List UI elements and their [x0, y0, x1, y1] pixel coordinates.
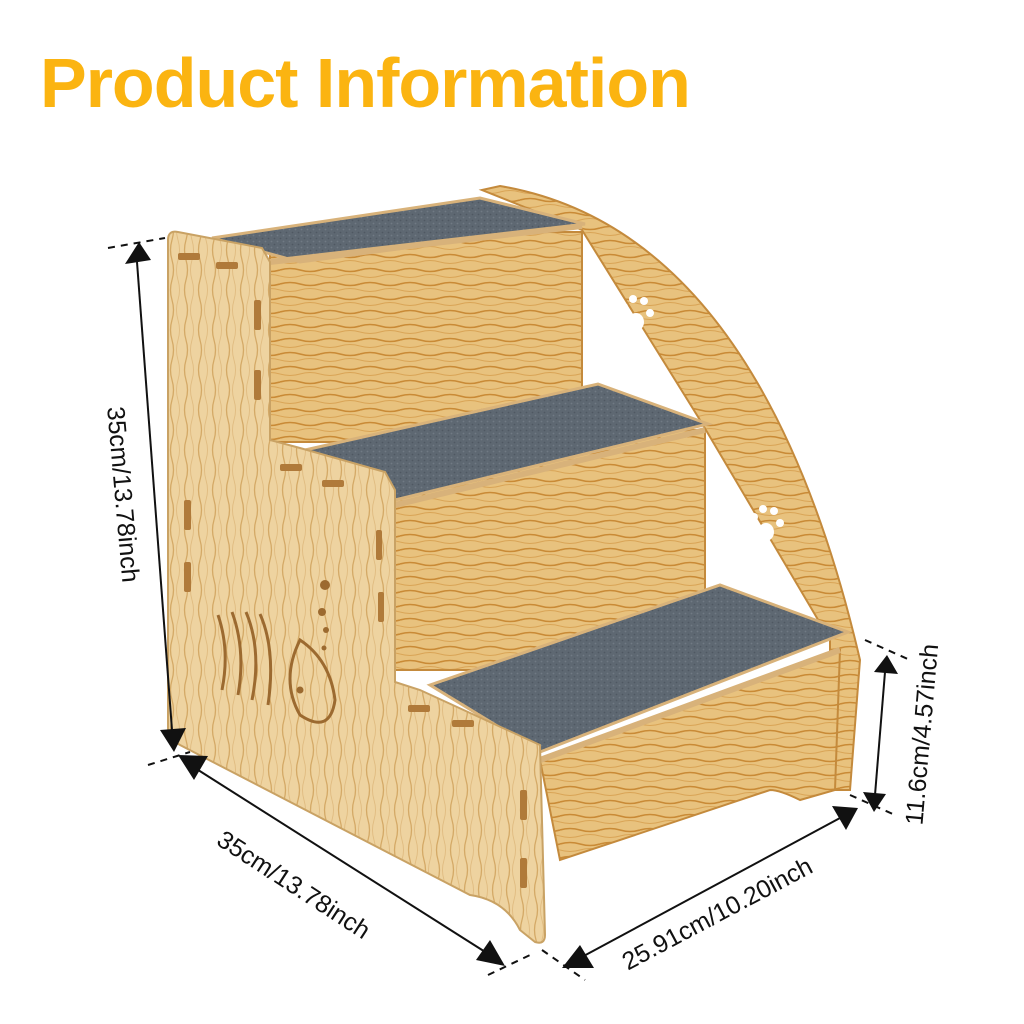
paw-print-icon: [750, 505, 784, 541]
step-bottom: [426, 583, 853, 862]
dimension-lines: [107, 237, 911, 981]
fish-cutout-icon: [216, 611, 337, 724]
bubble-cutouts: [318, 580, 330, 651]
page-title: Product Information: [40, 44, 691, 122]
paw-print-icon: [620, 295, 654, 331]
left-side-panel: [167, 230, 547, 944]
slot-joints: [178, 253, 527, 888]
right-side-panel: [478, 184, 862, 791]
